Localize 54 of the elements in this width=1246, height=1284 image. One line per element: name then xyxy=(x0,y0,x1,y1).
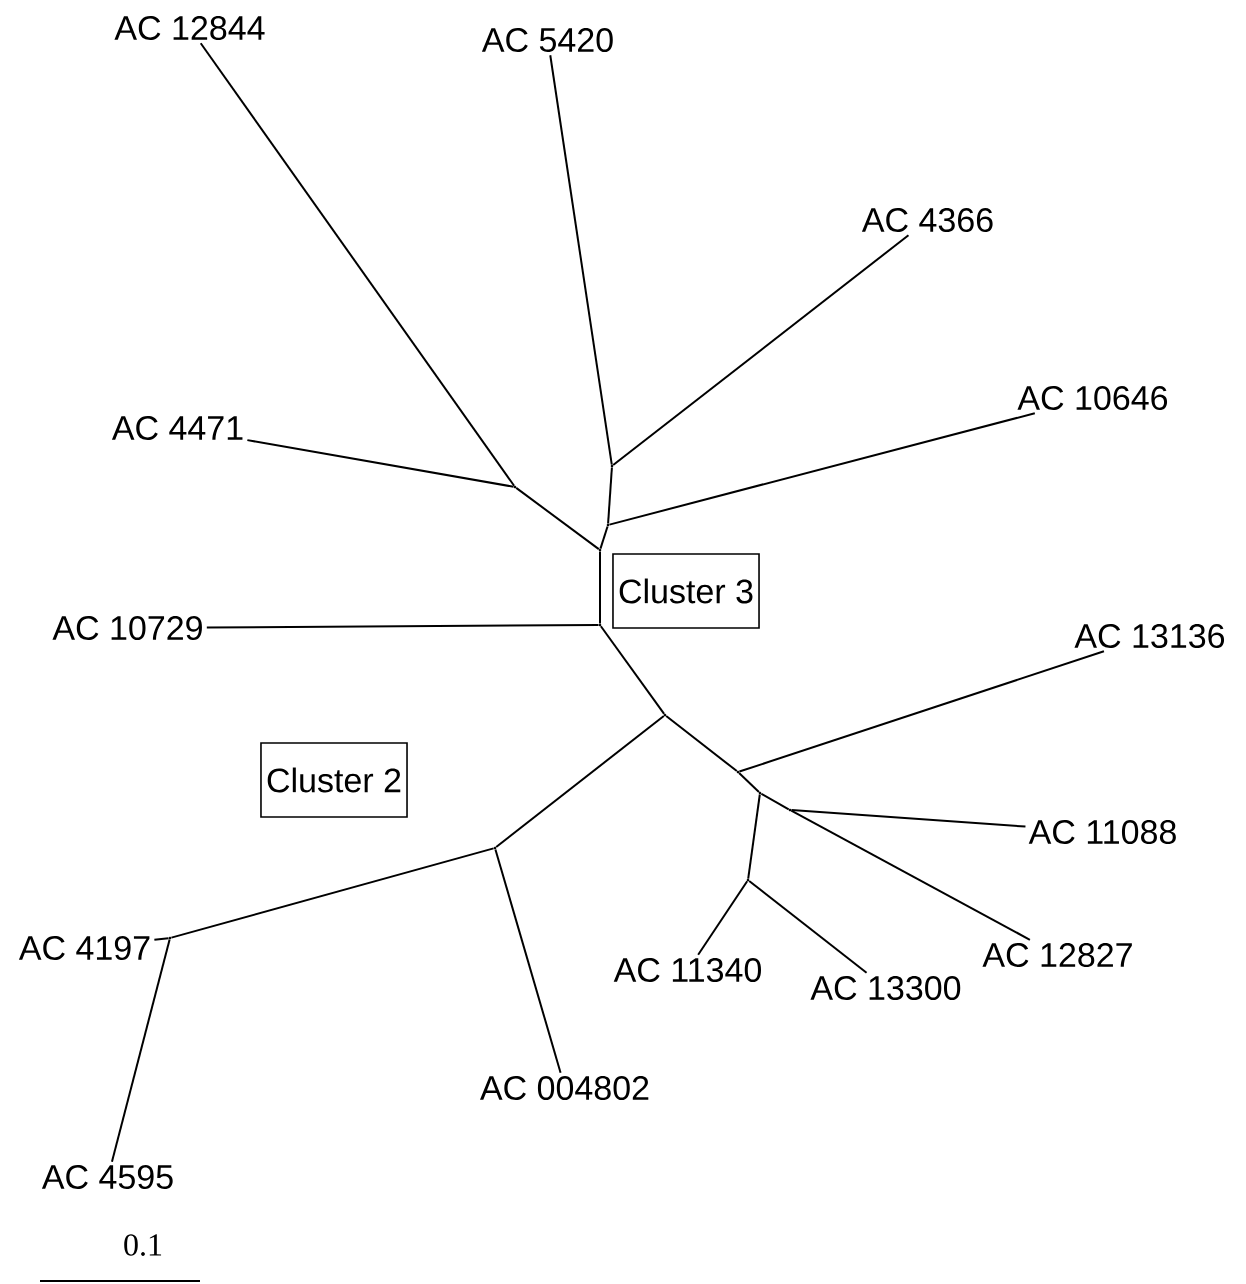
tree-branch xyxy=(110,938,171,1163)
tree-branch xyxy=(599,525,609,550)
taxon-label: AC 12827 xyxy=(982,942,1132,968)
tree-branch xyxy=(170,847,495,939)
branch-point xyxy=(736,770,740,774)
tree-branch xyxy=(494,848,562,1074)
taxon-label: AC 4197 xyxy=(18,935,150,961)
branch-point xyxy=(598,548,602,552)
taxon-label: AC 4471 xyxy=(111,415,243,441)
tree-branch xyxy=(607,466,613,525)
taxon-label: AC 5420 xyxy=(481,27,613,53)
tree-branch xyxy=(599,625,666,715)
tree-branch xyxy=(790,809,1031,941)
branch-point xyxy=(758,791,762,795)
tree-branch xyxy=(153,937,170,941)
tree-branch xyxy=(205,624,600,629)
tree-branch xyxy=(199,42,516,487)
branch-point xyxy=(168,936,172,940)
taxon-label: AC 12844 xyxy=(114,15,265,41)
taxon-label: AC 4366 xyxy=(861,207,993,233)
taxon-label: AC 10646 xyxy=(1017,385,1168,411)
tree-branch xyxy=(697,880,749,956)
branch-point xyxy=(746,878,750,882)
tree-branch xyxy=(738,650,1105,773)
tree-branch xyxy=(748,879,868,974)
tree-branch xyxy=(495,714,665,849)
cluster-box: Cluster 3 xyxy=(612,553,760,629)
taxon-label: AC 11088 xyxy=(1028,819,1176,845)
tree-branch xyxy=(790,809,1027,828)
taxon-label: AC 004802 xyxy=(480,1075,649,1101)
tree-branch xyxy=(246,439,515,488)
tree-branch xyxy=(612,234,910,467)
tree-branch xyxy=(738,772,760,793)
branch-point xyxy=(493,846,497,850)
taxon-label: AC 13300 xyxy=(810,975,961,1001)
branch-point xyxy=(663,713,667,717)
taxon-label: AC 10729 xyxy=(52,615,202,641)
branch-point xyxy=(606,523,610,527)
branch-point xyxy=(513,485,517,489)
taxon-label: AC 11340 xyxy=(613,957,761,983)
taxon-label: AC 4595 xyxy=(41,1164,173,1190)
taxon-label: AC 13136 xyxy=(1074,623,1225,649)
tree-branch xyxy=(599,550,601,625)
tree-branch xyxy=(608,412,1036,526)
tree-branch xyxy=(515,486,600,551)
branch-point xyxy=(610,464,614,468)
tree-branch xyxy=(665,714,738,773)
tree-branch xyxy=(747,793,761,880)
cluster-box: Cluster 2 xyxy=(260,742,408,818)
branch-point xyxy=(598,623,602,627)
scale-label: 0.1 xyxy=(124,1234,162,1256)
branch-point xyxy=(788,808,792,812)
tree-branch xyxy=(549,54,613,466)
tree-branch xyxy=(760,792,790,811)
